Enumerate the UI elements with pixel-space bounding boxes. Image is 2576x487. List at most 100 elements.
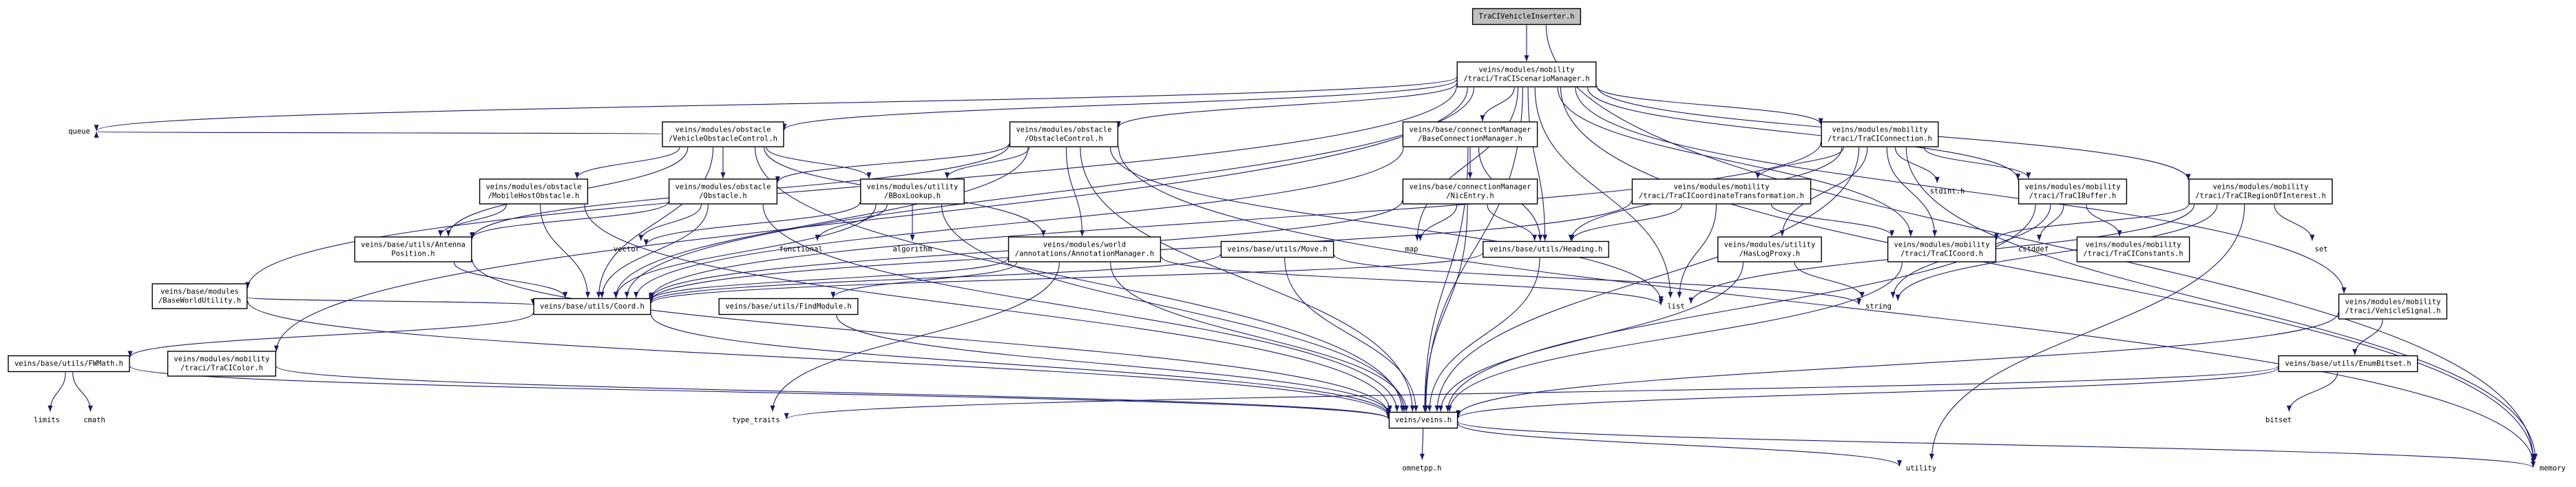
node-label: veins/base/utils/FWMath.h (14, 360, 123, 368)
edge-antenna-to-coord (453, 262, 568, 298)
node-label: veins/modules/obstacle (485, 183, 581, 191)
node-tracicolor[interactable]: veins/modules/mobility/traci/TraCIColor.… (167, 351, 277, 377)
edge-tracibuffer-to-traciconst (2086, 204, 2122, 237)
node-label: veins/modules/utility (867, 183, 959, 191)
node-box (1007, 236, 1162, 262)
edge-mobilehost-to-coord (540, 204, 591, 298)
node-obsctrl[interactable]: veins/modules/obstacle/ObstacleControl.h (1009, 121, 1119, 147)
node-hostproxy[interactable]: veins/modules/utility/HasLogProxy.h (1717, 236, 1822, 262)
node-bitset: bitset (2265, 416, 2292, 424)
node-mobilehost[interactable]: veins/modules/obstacle/MobileHostObstacl… (479, 178, 589, 205)
node-box (1402, 121, 1538, 147)
node-string: string (1865, 302, 1892, 311)
node-label: /traci/TraCIRegionOfInterest.h (2195, 192, 2326, 200)
node-label: veins/modules/mobility (1832, 126, 1927, 134)
node-label: /MobileHostObstacle.h (488, 192, 580, 200)
node-functional: functional (779, 245, 822, 253)
node-box (151, 283, 248, 309)
node-set: set (2315, 245, 2328, 253)
edge-antenna-to-veins (472, 259, 1391, 415)
node-veins[interactable]: veins/veins.h (1388, 411, 1458, 429)
node-label: utility (1906, 464, 1936, 473)
node-label: veins/base/utils/Move.h (1227, 245, 1327, 253)
node-label: set (2315, 245, 2328, 253)
edge-scen-to-queue (94, 76, 1457, 132)
node-label: map (1405, 245, 1418, 253)
node-tracibuffer[interactable]: veins/modules/mobility/traci/TraCIBuffer… (2018, 178, 2128, 205)
node-box (1456, 61, 1597, 87)
node-label: /traci/VehicleSignal.h (2345, 307, 2440, 315)
node-annotmgr[interactable]: veins/modules/world/annotations/Annotati… (1007, 236, 1162, 262)
edge-obstacle-to-vector (638, 204, 702, 241)
edge-obstacle-to-antenna (470, 201, 669, 239)
edge-obstacle-to-veins (762, 204, 1400, 412)
edge-tracibuffer-to-cstddef (2036, 204, 2064, 241)
edge-annotmgr-to-coord (649, 258, 1009, 300)
edge-vehsignal-to-enumbitset (2352, 319, 2383, 355)
node-stdint: stdint.h (1930, 187, 1965, 196)
node-label: /traci/TraCIConstants.h (2083, 250, 2183, 258)
node-label: veins/base/utils/Coord.h (540, 302, 645, 311)
node-traciconst[interactable]: veins/modules/mobility/traci/TraCIConsta… (2076, 236, 2190, 262)
node-coord[interactable]: veins/base/utils/Coord.h (533, 298, 651, 315)
edge-annotmgr-to-veins (1110, 262, 1409, 412)
node-regionint[interactable]: veins/modules/mobility/traci/TraCIRegion… (2188, 178, 2333, 205)
node-traciconn[interactable]: veins/modules/mobility/traci/TraCIConnec… (1821, 121, 1939, 147)
node-omnetpp: omnetpp.h (1403, 464, 1442, 473)
node-label: /NicEntry.h (1446, 192, 1494, 200)
edge-regionint-to-tracicoord (1993, 204, 2189, 240)
edge-enumbitset-to-veins (1456, 367, 2279, 419)
edge-scen-to-tracibuffer (1587, 87, 2021, 180)
node-findmodule[interactable]: veins/base/utils/FindModule.h (718, 298, 859, 315)
edge-vehobs-to-veins (755, 147, 1405, 412)
node-fwmath[interactable]: veins/base/utils/FWMath.h (8, 355, 130, 373)
node-obstacle[interactable]: veins/modules/obstacle/Obstacle.h (668, 178, 778, 205)
node-label: veins/modules/mobility (1894, 241, 1989, 249)
node-enumbitset[interactable]: veins/base/utils/EnumBitset.h (2278, 355, 2418, 373)
nodes-layer: TraCIVehicleInserter.h veins/modules/mobi… (8, 8, 2566, 473)
node-label: veins/modules/obstacle (675, 126, 771, 134)
node-box (2278, 355, 2418, 373)
node-label: veins/modules/mobility (2085, 241, 2181, 249)
node-label: /traci/TraCIConnection.h (1828, 135, 1932, 143)
node-vehsignal[interactable]: veins/modules/mobility/traci/VehicleSign… (2338, 293, 2448, 320)
edge-nicentry-to-map (1418, 204, 1458, 241)
edge-mobilehost-to-antenna (438, 204, 507, 237)
node-move[interactable]: veins/base/utils/Move.h (1220, 240, 1334, 258)
edge-fwmath-to-cmath (72, 372, 93, 412)
edge-traciconn-to-coordtrans (1755, 147, 1844, 179)
node-heading[interactable]: veins/base/utils/Heading.h (1483, 240, 1609, 258)
node-root[interactable]: TraCIVehicleInserter.h (1472, 8, 1582, 25)
edge-baseworld-to-coord (247, 297, 536, 306)
edge-veins-to-utility (1458, 423, 1902, 467)
edge-scen-to-baseconnmgr (1480, 87, 1515, 122)
node-baseworld[interactable]: veins/base/modules/BaseWorldUtility.h (151, 283, 248, 309)
node-baseconnmgr[interactable]: veins/base/connectionManager/BaseConnect… (1402, 121, 1538, 147)
node-label: /traci/TraCIColor.h (180, 364, 263, 373)
node-bboxlookup[interactable]: veins/modules/utility/BBoxLookup.h (860, 178, 965, 205)
node-label: veins/veins.h (1395, 416, 1452, 424)
node-label: list (1667, 302, 1684, 311)
node-list: list (1667, 302, 1684, 311)
edge-obsctrl-to-memory (1118, 146, 2536, 464)
edge-veins-to-memory (1458, 421, 2535, 468)
edge-vehobs-to-queue (96, 131, 662, 138)
node-tracicoord[interactable]: veins/modules/mobility/traci/TraCICoord.… (1887, 236, 1997, 262)
edge-traciconn-to-memory (1905, 147, 2538, 460)
node-coordtrans[interactable]: veins/modules/mobility/traci/TraCICoordi… (1631, 178, 1812, 205)
node-scen[interactable]: veins/modules/mobility/traci/TraCIScenar… (1456, 61, 1597, 87)
node-label: /traci/TraCICoordinateTransformation.h (1639, 192, 1804, 200)
edge-enumbitset-to-bitset (2286, 372, 2338, 412)
edge-coordtrans-to-heading (1569, 204, 1682, 241)
node-algorithm: algorithm (893, 245, 932, 253)
edge-annotmgr-to-typetraits (770, 262, 1060, 412)
edge-scen-to-tracicoord (1557, 87, 1914, 237)
edge-baseconnmgr-to-coord (633, 147, 1404, 298)
node-box (354, 236, 472, 262)
node-box (1220, 240, 1334, 258)
node-box (1388, 411, 1458, 429)
edge-obsctrl-to-coord (613, 147, 1029, 298)
node-vehobs[interactable]: veins/modules/obstacle/VehicleObstacleCo… (662, 121, 784, 147)
node-nicentry[interactable]: veins/base/connectionManager/NicEntry.h (1402, 178, 1538, 205)
